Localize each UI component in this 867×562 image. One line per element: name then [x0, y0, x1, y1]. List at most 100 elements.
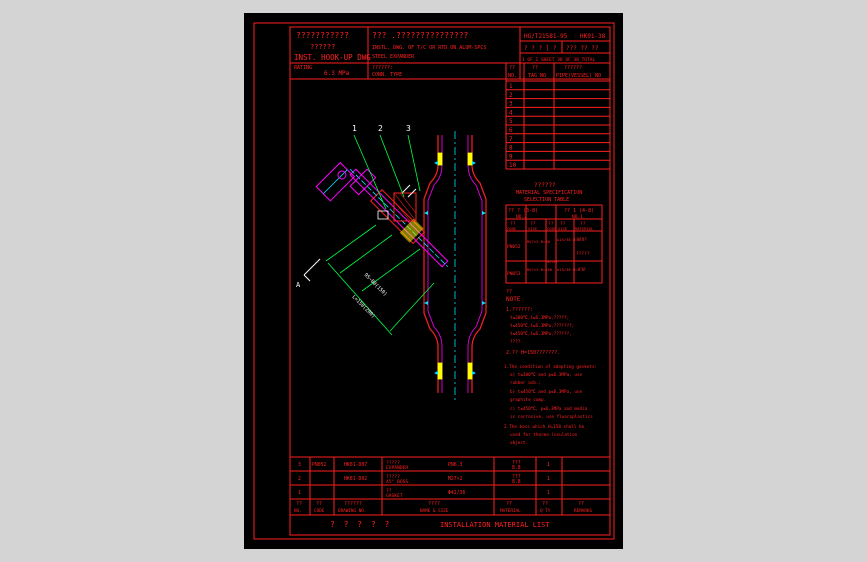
- rating-label: RATING: [294, 65, 312, 71]
- tag-row-number: 7: [509, 136, 513, 143]
- spec-r1-size: M27×2 H=90: [527, 239, 551, 244]
- parts-cell-mat_q: ???: [512, 460, 521, 466]
- parts-header-mat: MATERIAL: [500, 508, 521, 514]
- rating-value: 6.3 MPa: [324, 70, 350, 77]
- parts-header-local-name: ????: [428, 501, 440, 507]
- parts-header: ?? ?? ?????? ???? ?? ?? ?? NO. CODE DRAW…: [294, 501, 593, 529]
- title-en-1: INSTL. DWG. OF T/C OR RTD ON ALUM-SPCS: [372, 45, 486, 51]
- spec-r2-code: PN053: [507, 271, 521, 277]
- tag-row-number: 10: [509, 162, 517, 169]
- drawing-number: HK01-38: [580, 33, 606, 40]
- tag-row-number: 9: [509, 153, 513, 160]
- spec-r2-code2: M27×2: [547, 260, 558, 264]
- parts-header-code: CODE: [314, 508, 325, 514]
- tag-row-number: 3: [509, 101, 513, 108]
- leader-lines: [325, 134, 435, 336]
- note-1d: ????.: [510, 339, 523, 345]
- note-1b: t≤450℃,t≤6.3MPa,???????;: [510, 323, 574, 329]
- parts-header-local-rem: ??: [578, 501, 584, 507]
- dimension-1: 95~80(150): [363, 272, 389, 298]
- company-name-2: ??????: [310, 43, 335, 51]
- note-en-1: 1.The condition of adopting gaskets:: [504, 364, 597, 370]
- spec-sub-1: CODE: [507, 226, 517, 231]
- note-en-2a: used for thermo-insulation: [510, 432, 578, 438]
- note-en-1b: rubber asb.;: [510, 380, 541, 386]
- parts-header-qty: Q'TY: [540, 508, 551, 514]
- parts-cell-part: HK01-D07: [344, 462, 367, 468]
- spec-r1-code: PN052: [507, 244, 521, 250]
- parts-cell-qty: 1: [547, 490, 550, 496]
- parts-header-local-code: ??: [316, 501, 322, 507]
- spec-r2-size: M27×2 H=150: [527, 267, 553, 272]
- spec-sub-4: SIZE: [558, 226, 568, 231]
- drawing-sheet: 1 2 3 A 95~80(150) L=150(200) ??????????…: [244, 13, 623, 549]
- parts-header-local-no: ??: [296, 501, 302, 507]
- tag-header-pipe: PIPE(VESSEL) NO: [556, 73, 601, 79]
- tag-row-number: 2: [509, 92, 513, 99]
- parts-cell-no: 2: [298, 476, 301, 482]
- parts-header-name: NAME & SIZE: [420, 508, 449, 514]
- callout-3: 3: [406, 124, 411, 133]
- parts-cell-mat: 8.8: [512, 479, 521, 485]
- tag-header-tag: TAG NO: [528, 73, 546, 79]
- section-mark: [303, 258, 321, 282]
- parts-cell-no: 3: [298, 462, 301, 468]
- notes: ?? NOTE 1.??????: t≤300℃,t≤6.3MPa,?????;…: [504, 289, 597, 446]
- expander-outline: [423, 135, 487, 393]
- parts-header-local-qty: ??: [542, 501, 548, 507]
- note-1c: t≤450℃,t≤6.3MPa,??????,: [510, 331, 572, 337]
- tag-row-number: 8: [509, 145, 513, 152]
- note-en-1d: graphite comp.: [510, 397, 546, 403]
- standard-number: HG/T21581-95: [524, 33, 568, 40]
- parts-footer-local: ? ? ? ? ?: [330, 520, 391, 529]
- spec-sub-local-1: ??: [510, 221, 516, 227]
- spec-sub-3: CODE: [547, 226, 557, 231]
- sheet-local: ? ? ? ] ?: [524, 45, 557, 52]
- tag-header-no: NO.: [508, 73, 517, 79]
- company-name: ???????????: [296, 31, 349, 40]
- tag-table: ?? ?? ?????? NO. TAG NO PIPE(VESSEL) NO: [508, 65, 601, 79]
- cad-drawing: 1 2 3 A 95~80(150) L=150(200) ??????????…: [253, 22, 615, 540]
- spec-sub-2: SIZE: [528, 226, 538, 231]
- parts-cell-qty: 1: [547, 476, 550, 482]
- spec-sub-local-4: ??: [560, 221, 566, 227]
- note-2-local: 2.?? H=150???????.: [506, 350, 560, 356]
- spec-sub-local-3: ??: [548, 221, 554, 227]
- parts-header-no: NO.: [294, 508, 302, 514]
- spec-r1-material: ????: [576, 237, 587, 243]
- frame: [253, 22, 615, 540]
- parts-cell-part: HK01-D02: [344, 476, 367, 482]
- notes-label-local: ??: [506, 289, 512, 295]
- note-en-2: 2.The boss which H=150 shall be: [504, 424, 585, 430]
- dimension-2: L=150(200): [351, 294, 377, 320]
- spec-r1-size2: A15/38 d=8.5: [557, 237, 584, 242]
- tag-row-number: 5: [509, 118, 513, 125]
- parts-header-local-mat: ??: [506, 501, 512, 507]
- spec-col1: NO.2: [516, 214, 527, 220]
- title-block: ??????????? ?????? INST. HOOK-UP DWG ???…: [294, 31, 606, 78]
- parts-cell-size: Φ42/36: [448, 490, 465, 496]
- note-en-2b: object.: [510, 440, 528, 446]
- parts-cell-size: PN6.3: [448, 462, 463, 468]
- note-en-1a: a) t≤300℃ and p≤6.3MPa, use: [510, 372, 582, 378]
- parts-header-dwg: DRAWING NO.: [338, 508, 366, 514]
- tag-header-local-no: ??: [509, 65, 515, 71]
- parts-cell-name_q: ?????: [386, 460, 400, 466]
- parts-cell-name: 45° BOSS: [386, 479, 408, 485]
- title-en-2: STEEL EXPANDER: [372, 54, 415, 60]
- spec-col2: NO.1: [572, 214, 583, 220]
- spec-r2-size2: A15/38 d=8.5: [557, 267, 584, 272]
- note-en-1c: b) t≤450℃ and p≤6.3MPa, use: [510, 389, 582, 395]
- spec-col1-local: ?? ? (3-8): [508, 208, 538, 214]
- tag-row-number: 1: [509, 83, 513, 90]
- outer-border: [253, 22, 615, 540]
- sheet-local-2: ??? ?? ??: [566, 45, 599, 52]
- tag-row-number: 6: [509, 127, 513, 134]
- notes-label: NOTE: [506, 296, 521, 303]
- conn-type: CONN. TYPE: [372, 72, 402, 78]
- parts-cell-no: 1: [298, 490, 301, 496]
- spec-title-1: MATERIAL SPECIFICATION: [516, 190, 582, 196]
- parts-header-local-dwg: ??????: [344, 501, 362, 507]
- spec-title-local: ??????: [534, 182, 556, 189]
